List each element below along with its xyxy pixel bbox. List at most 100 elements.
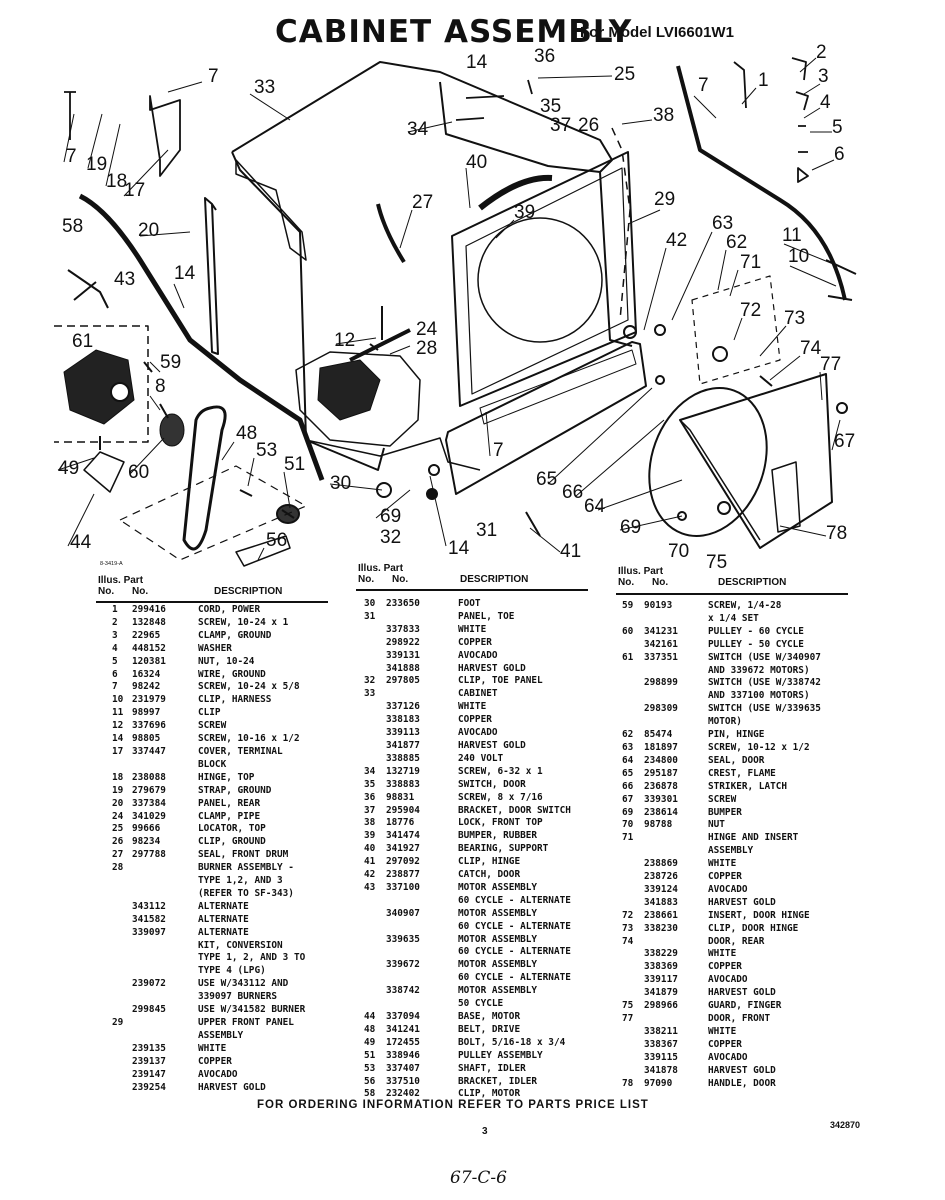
description: AND 337100 MOTORS) xyxy=(708,690,810,702)
callout-74: 74 xyxy=(800,338,822,359)
illus-no xyxy=(622,974,644,987)
part-no xyxy=(132,1017,198,1030)
part-no xyxy=(132,888,198,901)
header-part: Part xyxy=(383,563,404,574)
description: HINGE AND INSERT xyxy=(708,832,799,844)
part-no: 341231 xyxy=(644,625,678,637)
description: AVOCADO xyxy=(458,649,498,661)
part-no: 298899 xyxy=(644,677,678,689)
description: HINGE, TOP xyxy=(198,771,255,783)
callout-36: 36 xyxy=(534,46,555,67)
drum-opening xyxy=(477,217,603,343)
description: 60 CYCLE - ALTERNATE xyxy=(458,920,571,932)
illus-no: 58 xyxy=(364,1088,376,1100)
table-row: ASSEMBLY xyxy=(622,845,821,858)
illus-no: 72 xyxy=(622,909,634,921)
header-part-no: No. xyxy=(652,577,669,588)
part-no: 90193 xyxy=(644,600,673,611)
illus-no xyxy=(112,888,132,901)
illus-no xyxy=(112,1043,132,1056)
callout-72: 72 xyxy=(740,300,761,321)
illus-no: 3 xyxy=(112,629,118,641)
illus-no: 40 xyxy=(364,843,376,855)
illus-no: 26 xyxy=(112,836,124,848)
illus-no xyxy=(622,690,644,703)
illus-no: 73 xyxy=(622,922,634,934)
part-no: 341029 xyxy=(132,810,166,822)
illus-no xyxy=(622,897,644,910)
leader-arrows xyxy=(57,57,849,561)
description: HARVEST GOLD xyxy=(458,662,526,674)
callout-59: 59 xyxy=(160,352,181,373)
header-description: DESCRIPTION xyxy=(718,577,787,588)
pulley xyxy=(159,413,185,447)
section-divider-right xyxy=(676,65,847,301)
description: BRACKET, IDLER xyxy=(458,1075,538,1087)
description: BUMPER xyxy=(708,806,742,818)
callout-56: 56 xyxy=(266,530,287,551)
illus-no: 70 xyxy=(622,819,634,831)
illus-no: 30 xyxy=(364,598,376,609)
part-no: 295187 xyxy=(644,767,678,779)
description: MOTOR ASSEMBLY xyxy=(458,881,538,893)
part-no xyxy=(132,952,198,965)
part-no: 339097 xyxy=(132,926,166,938)
part-no: 339124 xyxy=(644,883,678,895)
callout-65: 65 xyxy=(536,469,557,490)
illus-no: 20 xyxy=(112,797,124,809)
illus-no: 75 xyxy=(622,1000,634,1012)
part-no xyxy=(132,1030,198,1043)
illus-no xyxy=(112,952,132,965)
illus-no xyxy=(112,901,132,914)
part-no: 120381 xyxy=(132,655,166,667)
part-no: 298922 xyxy=(386,636,420,648)
illus-no: 12 xyxy=(112,720,124,732)
illus-no xyxy=(622,1065,644,1078)
description: WHITE xyxy=(708,1025,737,1037)
part-no xyxy=(386,972,458,985)
description: SWITCH (USE W/340907 xyxy=(708,651,821,663)
description: USE W/341582 BURNER xyxy=(198,1004,306,1016)
illus-no xyxy=(622,961,644,974)
burner-assembly-outline xyxy=(295,351,421,447)
description: AVOCADO xyxy=(708,974,748,986)
callout-70: 70 xyxy=(668,541,689,562)
callout-43: 43 xyxy=(114,269,135,290)
illus-no: 1 xyxy=(112,604,118,615)
illus-no: 29 xyxy=(112,1017,124,1028)
motor-base-outline xyxy=(83,451,125,493)
description: SCREW, 10-16 x 1/2 xyxy=(198,733,300,745)
illus-no xyxy=(364,985,386,998)
description: CLIP xyxy=(198,707,221,719)
header-illus: Illus. xyxy=(358,563,381,574)
description: BELT, DRIVE xyxy=(458,1023,521,1035)
rear-door-outline xyxy=(679,373,833,549)
description: WHITE xyxy=(198,1042,227,1054)
part-no: 295904 xyxy=(386,804,420,816)
illus-no xyxy=(364,946,386,959)
callout-69: 69 xyxy=(380,506,401,527)
table-row: 60 CYCLE - ALTERNATE xyxy=(364,946,571,959)
description: CORD, POWER xyxy=(198,604,261,615)
part-no: 338211 xyxy=(644,1025,678,1037)
illus-no xyxy=(622,677,644,690)
part-no: 339131 xyxy=(386,649,420,661)
